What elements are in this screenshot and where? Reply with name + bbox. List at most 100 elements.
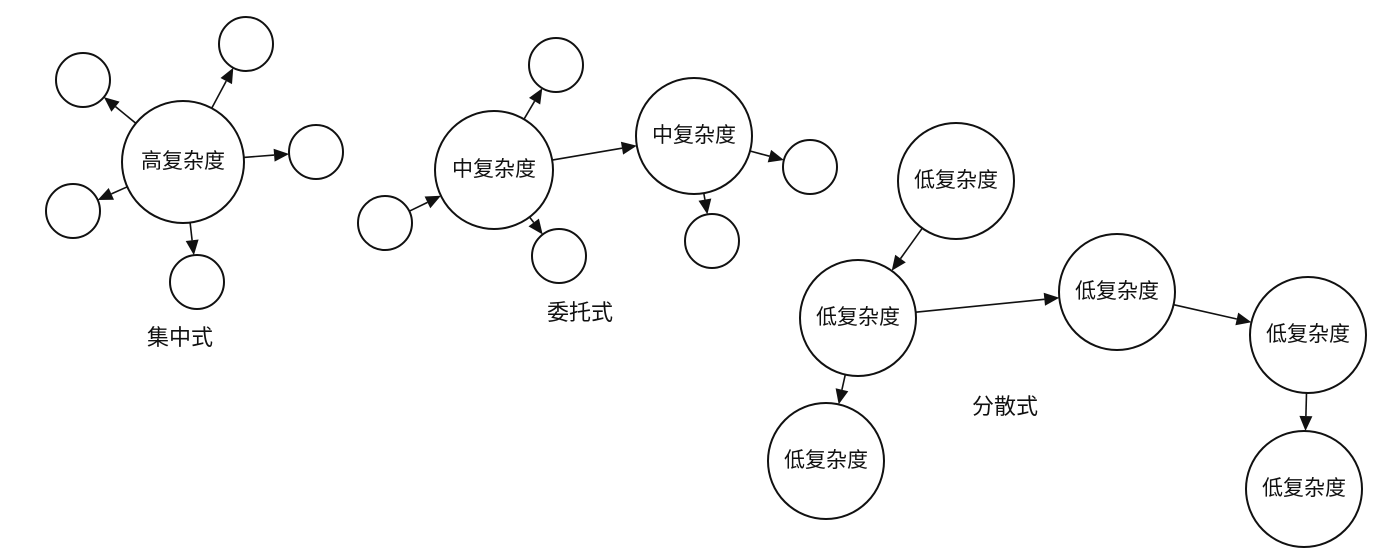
arrowhead (424, 195, 441, 209)
arrowhead (220, 67, 234, 85)
edge-line (111, 186, 128, 195)
edge-hub_high-to-c_left (97, 186, 128, 200)
caption-distributed: 分散式 (972, 394, 1038, 419)
edge-line (189, 222, 193, 241)
edge-mid1-to-d_down (528, 216, 543, 235)
node-label: 中复杂度 (652, 123, 736, 147)
node-mid1: 中复杂度 (434, 110, 554, 230)
edge-line (408, 201, 428, 212)
arrowhead (528, 218, 543, 235)
edge-mid2-to-d_right (749, 149, 784, 163)
arrowhead (185, 239, 199, 256)
edge-line (915, 298, 1045, 313)
edge-hub_high-to-c_bottom (185, 222, 199, 256)
node-circle (799, 259, 917, 377)
edge-low_d-to-low_e (1173, 303, 1252, 326)
node-circle (528, 37, 584, 93)
node-c-right (288, 124, 344, 180)
edge-line (523, 100, 536, 120)
node-d-down (531, 228, 587, 284)
node-hub-high: 高复杂度 (121, 100, 245, 224)
edge-low_a-to-low_b (891, 227, 923, 271)
node-circle (288, 124, 344, 180)
edge-line (1173, 303, 1237, 320)
node-circle (767, 402, 885, 520)
node-circle (357, 195, 413, 251)
node-circle (897, 122, 1015, 240)
edge-low_b-to-low_d (915, 292, 1060, 313)
arrowhead (767, 149, 784, 163)
edge-low_b-to-low_c (835, 374, 849, 405)
node-label: 低复杂度 (816, 305, 900, 329)
edge-d_in-to-mid1 (408, 195, 441, 212)
caption-delegated: 委托式 (547, 300, 613, 325)
nodes-layer: 高复杂度中复杂度中复杂度低复杂度低复杂度低复杂度低复杂度低复杂度低复杂度 (45, 16, 1367, 548)
node-d-right (782, 139, 838, 195)
arrowhead (620, 141, 637, 155)
edge-mid1-to-mid2 (552, 141, 637, 161)
node-low-c: 低复杂度 (767, 402, 885, 520)
node-circle (121, 100, 245, 224)
node-circle (55, 52, 111, 108)
edge-line (899, 227, 923, 260)
node-circle (1249, 276, 1367, 394)
node-label: 低复杂度 (914, 168, 998, 192)
node-circle (1245, 430, 1363, 548)
node-circle (635, 77, 753, 195)
node-label: 低复杂度 (1266, 322, 1350, 346)
arrowhead (1043, 292, 1060, 306)
node-label: 高复杂度 (141, 149, 225, 173)
arrowhead (1299, 415, 1313, 431)
arrowhead (1235, 312, 1252, 326)
edges-layer (97, 67, 1313, 431)
edge-low_e-to-low_f (1299, 392, 1313, 431)
node-circle (434, 110, 554, 230)
node-mid2: 中复杂度 (635, 77, 753, 195)
edge-hub_high-to-c_top (210, 67, 234, 109)
edge-line (528, 216, 535, 223)
node-d-up (528, 37, 584, 93)
edge-line (703, 193, 706, 200)
edge-hub_high-to-c_right (243, 148, 290, 162)
node-circle (169, 254, 225, 310)
arrowhead (97, 188, 114, 200)
node-c-bottom (169, 254, 225, 310)
arrowhead (529, 88, 543, 105)
node-c-left (45, 183, 101, 239)
node-c-tl (55, 52, 111, 108)
edge-mid2-to-d_down2 (698, 193, 712, 215)
node-circle (1058, 233, 1176, 351)
node-c-top (218, 16, 274, 72)
node-label: 中复杂度 (452, 157, 536, 181)
node-label: 低复杂度 (1262, 476, 1346, 500)
node-circle (218, 16, 274, 72)
node-low-f: 低复杂度 (1245, 430, 1363, 548)
edge-line (114, 105, 137, 124)
edge-line (749, 150, 770, 157)
node-low-e: 低复杂度 (1249, 276, 1367, 394)
edge-line (1305, 392, 1308, 417)
caption-centralized: 集中式 (147, 325, 213, 350)
node-d-down2 (684, 213, 740, 269)
node-label: 低复杂度 (1075, 279, 1159, 303)
arrowhead (891, 254, 906, 271)
edge-line (552, 147, 623, 161)
node-low-a: 低复杂度 (897, 122, 1015, 240)
edge-hub_high-to-c_tl (103, 97, 137, 124)
edge-line (243, 154, 275, 159)
node-circle (782, 139, 838, 195)
node-label: 低复杂度 (784, 448, 868, 472)
edge-mid1-to-d_up (523, 88, 543, 120)
arrowhead (835, 388, 849, 405)
node-circle (531, 228, 587, 284)
node-circle (684, 213, 740, 269)
node-d-in (357, 195, 413, 251)
edge-line (841, 374, 847, 390)
node-low-d: 低复杂度 (1058, 233, 1176, 351)
node-circle (45, 183, 101, 239)
arrowhead (698, 198, 712, 215)
arrowhead (103, 97, 120, 112)
node-low-b: 低复杂度 (799, 259, 917, 377)
edge-line (210, 80, 227, 109)
